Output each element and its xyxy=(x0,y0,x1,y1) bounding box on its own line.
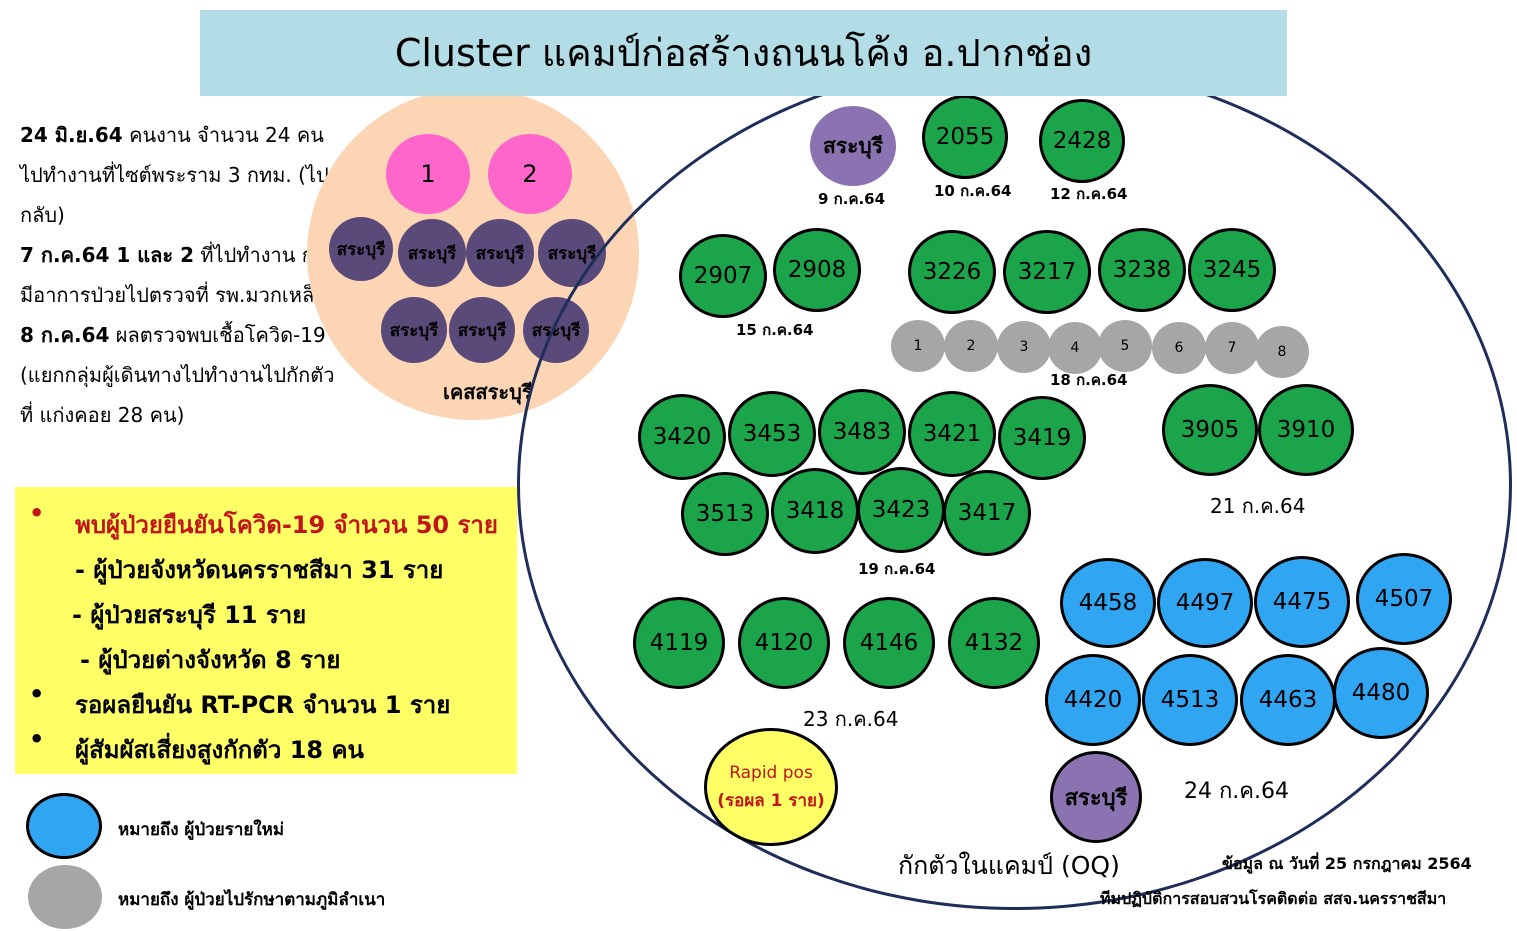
date-label: 10 ก.ค.64 xyxy=(934,182,1012,200)
case-circle: 4146 xyxy=(843,597,935,689)
case-circle: 3417 xyxy=(943,470,1031,556)
home-case-circle: 7 xyxy=(1205,322,1259,374)
date-label: 15 ก.ค.64 xyxy=(736,321,814,339)
bullet: • xyxy=(29,499,45,527)
case-circle: 2907 xyxy=(679,234,767,318)
date-label: 9 ก.ค.64 xyxy=(818,190,886,208)
summary-saraburi: - ผู้ป่วยสระบุรี 11 ราย xyxy=(72,601,307,629)
timeline-entry: 8 ก.ค.64 ผลตรวจพบเชื้อโควิด-19 (แยกกลุ่ม… xyxy=(20,315,350,435)
summary-confirmed: พบผู้ป่วยยืนยันโควิด-19 จำนวน 50 ราย xyxy=(75,511,498,539)
home-case-circle: 2 xyxy=(944,320,998,372)
data-date: ข้อมูล ณ วันที่ 25 กรกฎาคม 2564 xyxy=(1222,854,1472,873)
case-circle: 3420 xyxy=(638,394,726,480)
case-circle: 3910 xyxy=(1258,384,1354,476)
timeline-text: คนงาน จำนวน 24 คน ไปทำงานที่ไซต์พระราม 3… xyxy=(20,123,336,227)
summary-nakhon: - ผู้ป่วยจังหวัดนครราชสีมา 31 ราย xyxy=(75,556,444,584)
home-case-circle: 4 xyxy=(1048,322,1102,374)
case-circle: 3245 xyxy=(1188,228,1276,312)
case-circle: 3418 xyxy=(771,468,859,554)
case-circle: 3238 xyxy=(1098,228,1186,312)
case-circle: 3419 xyxy=(998,396,1086,480)
timeline-date: 7 ก.ค.64 1 และ 2 xyxy=(20,243,195,267)
case-circle: 4132 xyxy=(948,597,1040,689)
case-circle: 3453 xyxy=(728,391,816,477)
timeline-date: 8 ก.ค.64 xyxy=(20,323,110,347)
page-title-overlay: Cluster แคมป์ก่อสร้างถนนโค้ง อ.ปากช่อง xyxy=(200,10,1287,96)
saraburi-case-circle: สระบุรี xyxy=(810,106,896,186)
case-circle: 2428 xyxy=(1039,99,1125,183)
new-case-circle: 4513 xyxy=(1142,654,1238,746)
summary-contacts: ผู้สัมผัสเสี่ยงสูงกักตัว 18 คน xyxy=(75,736,364,764)
saraburi-case-circle: สระบุรี xyxy=(381,297,447,363)
case-circle: 3226 xyxy=(908,230,996,314)
home-case-circle: 6 xyxy=(1152,322,1206,374)
bullet: • xyxy=(29,680,45,708)
timeline-entry: 24 มิ.ย.64 คนงาน จำนวน 24 คน ไปทำงานที่ไ… xyxy=(20,115,350,235)
saraburi-case-circle: สระบุรี xyxy=(329,217,393,281)
case-circle: 4120 xyxy=(738,597,830,689)
new-case-circle: 4507 xyxy=(1356,553,1452,645)
summary-box: • พบผู้ป่วยยืนยันโควิด-19 จำนวน 50 ราย -… xyxy=(15,487,517,774)
case-circle: 3423 xyxy=(857,467,945,553)
case-circle: 2908 xyxy=(773,228,861,312)
date-label: 24 ก.ค.64 xyxy=(1184,779,1290,804)
date-label: 19 ก.ค.64 xyxy=(858,560,936,578)
summary-other: - ผู้ป่วยต่างจังหวัด 8 ราย xyxy=(80,646,341,674)
bullet: • xyxy=(29,725,45,753)
saraburi-case-circle: สระบุรี xyxy=(1050,751,1142,843)
timeline-entry: 7 ก.ค.64 1 และ 2 ที่ไปทำงาน กทม. มีอาการ… xyxy=(20,235,350,315)
date-label: 23 ก.ค.64 xyxy=(803,707,899,731)
date-label: 18 ก.ค.64 xyxy=(1050,371,1128,389)
timeline-text: ผลตรวจพบเชื้อโควิด-19 (แยกกลุ่มผู้เดินทา… xyxy=(20,323,335,427)
new-case-circle: 4463 xyxy=(1240,654,1336,746)
legend-new-case-icon xyxy=(26,793,102,859)
saraburi-group-label: เคสสระบุรี xyxy=(443,380,533,404)
case-circle: 3483 xyxy=(818,389,906,475)
date-label: 12 ก.ค.64 xyxy=(1050,185,1128,203)
team-credit: ทีมปฏิบัติการสอบสวนโรคติดต่อ สสจ.นครราชส… xyxy=(1100,889,1447,908)
rapid-pos-line: Rapid pos xyxy=(729,763,813,783)
index-case-circle: 2 xyxy=(488,134,572,214)
case-circle: 3513 xyxy=(681,472,769,556)
rapid-pos-line: (รอผล 1 ราย) xyxy=(717,791,825,811)
home-case-circle: 1 xyxy=(891,320,945,372)
case-circle: 3905 xyxy=(1162,384,1258,476)
case-circle: 3421 xyxy=(908,391,996,477)
new-case-circle: 4497 xyxy=(1157,558,1253,648)
summary-pending: รอผลยืนยัน RT-PCR จำนวน 1 ราย xyxy=(75,691,451,719)
new-case-circle: 4420 xyxy=(1045,654,1141,746)
case-timeline: 24 มิ.ย.64 คนงาน จำนวน 24 คน ไปทำงานที่ไ… xyxy=(20,115,350,435)
new-case-circle: 4458 xyxy=(1060,558,1156,648)
timeline-date: 24 มิ.ย.64 xyxy=(20,123,123,147)
home-case-circle: 3 xyxy=(997,321,1051,373)
saraburi-case-circle: สระบุรี xyxy=(466,219,534,287)
new-case-circle: 4475 xyxy=(1254,556,1350,648)
legend-home-case-label: หมายถึง ผู้ป่วยไปรักษาตามภูมิลำเนา xyxy=(118,890,386,910)
case-circle: 4119 xyxy=(633,597,725,689)
date-label: 21 ก.ค.64 xyxy=(1210,494,1306,518)
saraburi-case-circle: สระบุรี xyxy=(398,219,466,287)
home-case-circle: 5 xyxy=(1098,320,1152,372)
legend-home-case-icon xyxy=(28,865,102,929)
index-case-circle: 1 xyxy=(386,134,470,214)
saraburi-case-circle: สระบุรี xyxy=(449,297,515,363)
rapid-pos-circle: Rapid pos (รอผล 1 ราย) xyxy=(704,728,838,846)
camp-quarantine-label: กักตัวในแคมป์ (OQ) xyxy=(898,851,1120,880)
legend-new-case-label: หมายถึง ผู้ป่วยรายใหม่ xyxy=(118,820,285,840)
home-case-circle: 8 xyxy=(1255,326,1309,378)
saraburi-case-circle: สระบุรี xyxy=(538,219,606,287)
new-case-circle: 4480 xyxy=(1333,647,1429,739)
case-circle: 2055 xyxy=(922,95,1008,179)
case-circle: 3217 xyxy=(1003,230,1091,314)
